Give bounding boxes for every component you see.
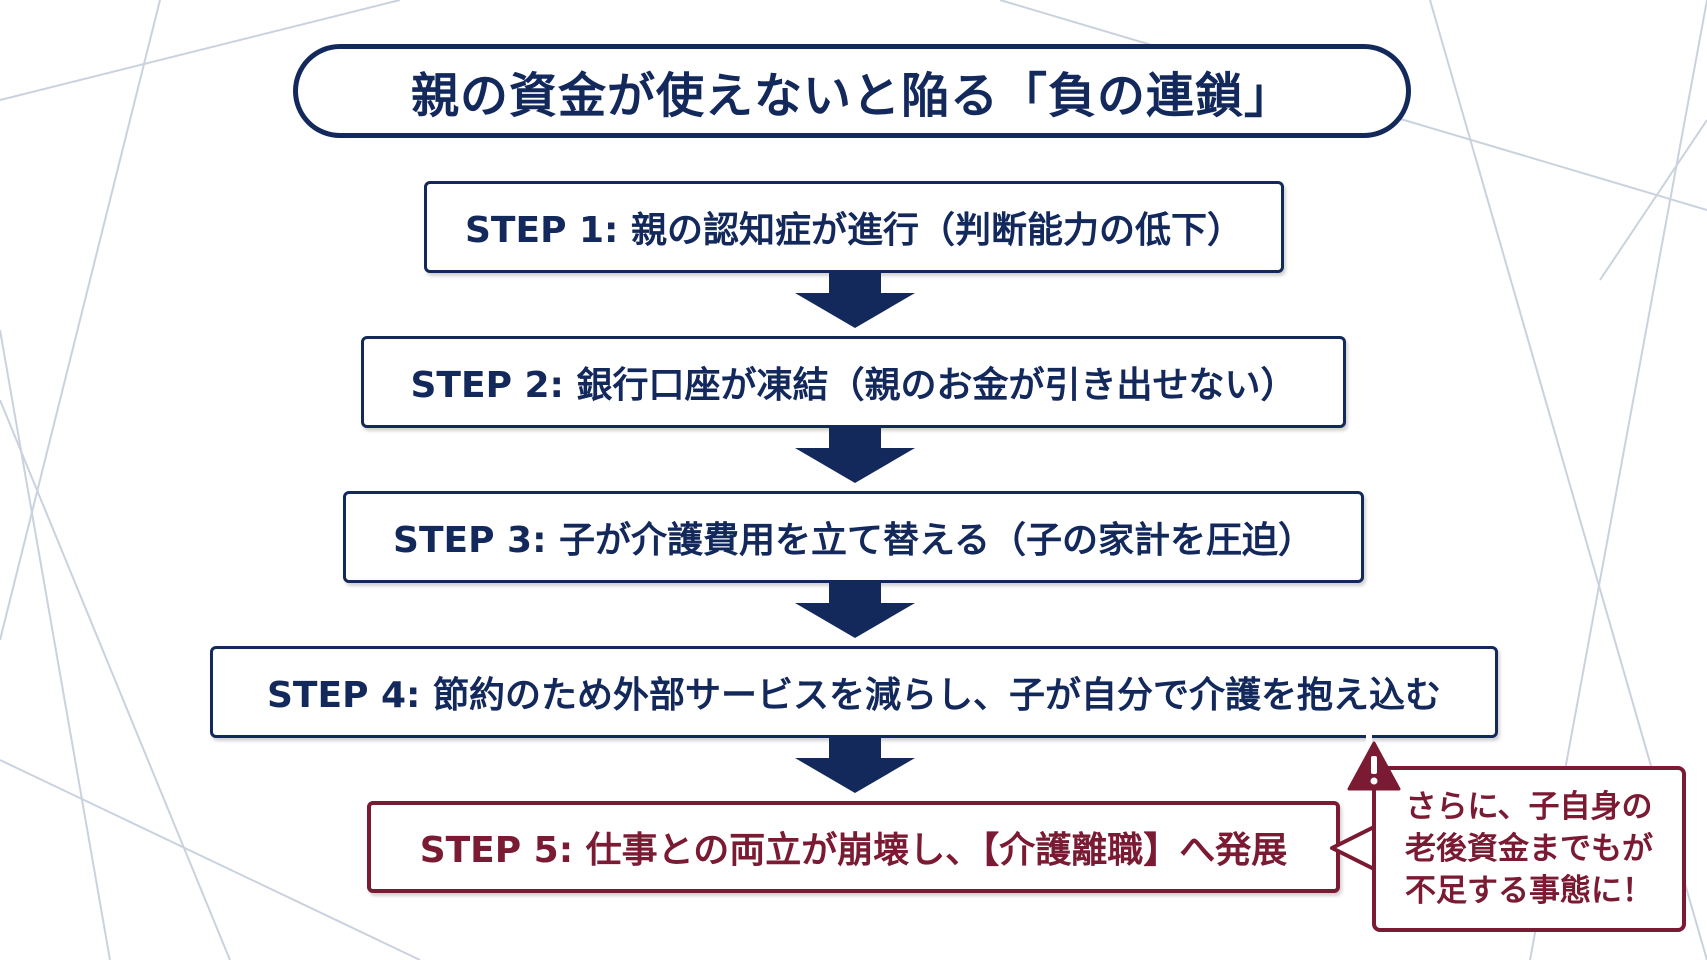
step-2-box: STEP 2: 銀行口座が凍結（親のお金が引き出せない）: [361, 336, 1346, 428]
callout-line-1: さらに、子自身の: [1405, 789, 1653, 825]
page-title: 親の資金が使えないと陥る「負の連鎖」: [410, 68, 1293, 124]
step-4-box: STEP 4: 節約のため外部サービスを減らし、子が自分で介護を抱え込む: [210, 646, 1498, 738]
warning-callout: さらに、子自身の 老後資金までもが 不足する事態に！: [1372, 766, 1686, 932]
warning-icon: [1347, 741, 1401, 791]
callout-line-3: 不足する事態に！: [1405, 873, 1653, 909]
step-2-label: STEP 2: 銀行口座が凍結（親のお金が引き出せない）: [410, 365, 1297, 406]
step-3-label: STEP 3: 子が介護費用を立て替える（子の家計を圧迫）: [393, 520, 1314, 561]
callout-line-2: 老後資金までもが: [1405, 831, 1653, 867]
step-4-label: STEP 4: 節約のため外部サービスを減らし、子が自分で介護を抱え込む: [267, 675, 1441, 716]
step-3-box: STEP 3: 子が介護費用を立て替える（子の家計を圧迫）: [343, 491, 1364, 583]
step-5-box: STEP 5: 仕事との両立が崩壊し、【介護離職】へ発展: [367, 801, 1340, 893]
title-banner: 親の資金が使えないと陥る「負の連鎖」: [293, 44, 1411, 138]
step-1-box: STEP 1: 親の認知症が進行（判断能力の低下）: [424, 181, 1284, 273]
step-5-label: STEP 5: 仕事との両立が崩壊し、【介護離職】へ発展: [419, 830, 1288, 871]
step-1-label: STEP 1: 親の認知症が進行（判断能力の低下）: [465, 210, 1243, 251]
